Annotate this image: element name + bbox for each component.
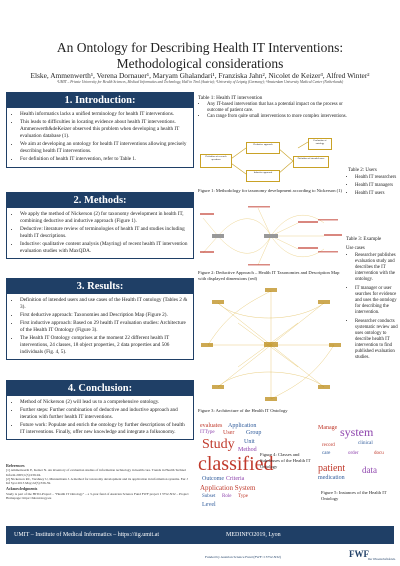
cloud-word: Application System bbox=[200, 484, 256, 492]
figure-2-caption: Figure 2: Deductive Approach – Health IT… bbox=[198, 270, 340, 281]
cloud-word: care bbox=[322, 451, 331, 456]
cloud-word: patient bbox=[318, 463, 346, 474]
conclusion-section: 4. Conclusion: Method of Nickerson (2) w… bbox=[6, 380, 194, 441]
cloud-word: order bbox=[348, 451, 359, 456]
table-2-list: Health IT researchers Health IT managers… bbox=[346, 175, 398, 197]
cloud-word: Role bbox=[222, 494, 232, 499]
list-item: Health IT managers bbox=[355, 183, 398, 189]
cloud-word: Level bbox=[202, 502, 216, 508]
reference-item: [2] Nickerson RC, Varshney U, Muntermann… bbox=[6, 476, 188, 486]
list-item: Health informatics lacks a unified termi… bbox=[20, 111, 189, 118]
list-item: Deductive: literature review of terminol… bbox=[20, 226, 189, 240]
cloud-word: Manage bbox=[318, 425, 338, 431]
funding-note: Funded by Austrian Science Fund (FWF: I … bbox=[205, 555, 281, 559]
cloud-word: Subset bbox=[202, 494, 216, 499]
poster-title: An Ontology for Describing Health IT Int… bbox=[0, 40, 400, 72]
figure-3-caption: Figure 3: Architecture of the Health IT … bbox=[198, 408, 288, 413]
acknowledgments-heading: Acknowledgments bbox=[6, 486, 38, 492]
list-item: First inductive approach: Based on 29 he… bbox=[20, 320, 189, 334]
footer-conference: MEDINFO2019, Lyon bbox=[226, 532, 281, 538]
list-item: We apply the method of Nickerson (2) for… bbox=[20, 211, 189, 225]
list-item: Method of Nickerson (2) will lead us to … bbox=[20, 399, 189, 406]
figure-1-diagram: Definition of research questions Deducti… bbox=[198, 136, 344, 186]
footer-bar: UMIT – Institute of Medical Informatics … bbox=[6, 526, 394, 544]
cloud-word: Application bbox=[228, 423, 257, 429]
table-1-list: Any IT-based intervention that has a pot… bbox=[198, 102, 348, 120]
cloud-word: medication bbox=[318, 475, 345, 481]
footer-institute: UMIT – Institute of Medical Informatics … bbox=[14, 532, 160, 538]
list-item: Can range from quite small interventions… bbox=[207, 114, 348, 120]
cloud-word: classified bbox=[198, 453, 274, 475]
cloud-word: Criteria bbox=[226, 476, 245, 482]
list-item: Any IT-based intervention that has a pot… bbox=[207, 102, 348, 114]
cloud-word: clinical bbox=[358, 441, 373, 446]
table-1-title: Table 1: Health IT intervention bbox=[198, 95, 263, 101]
authors: Elske, Ammenwerth¹, Verena Dornauer¹, Ma… bbox=[30, 71, 370, 80]
cloud-word: User bbox=[223, 430, 235, 436]
list-item: Researcher conducts systematic review an… bbox=[355, 319, 398, 361]
cloud-word: Type bbox=[238, 494, 248, 499]
cloud-word: Group bbox=[246, 430, 262, 436]
list-item: IT manager or user searches for evidence… bbox=[355, 286, 398, 316]
fwf-logo: FWF bbox=[349, 549, 369, 559]
table-3-list: Researcher publishes evaluation study an… bbox=[346, 253, 398, 361]
cloud-word: Outcome bbox=[202, 476, 224, 482]
figure-4-caption: Figure 4: Classes and Subclasses of the … bbox=[260, 452, 311, 469]
cloud-word: system bbox=[340, 425, 374, 439]
list-item: We aim at developing an ontology for hea… bbox=[20, 141, 189, 155]
list-item: For definition of health IT intervention… bbox=[20, 156, 189, 163]
figure-5-caption: Figure 5: Instances of the Health IT Ont… bbox=[321, 490, 387, 501]
references: References [1] Ammenwerth E, Keizer N. A… bbox=[6, 463, 192, 501]
methods-list: We apply the method of Nickerson (2) for… bbox=[13, 211, 189, 255]
list-item: Future work: Populate and enrich the ont… bbox=[20, 422, 189, 436]
table-2-title: Table 2: Users bbox=[348, 168, 377, 173]
box-intended-users: Definition of intended users bbox=[293, 156, 329, 168]
box-deductive: Deductive approach bbox=[246, 142, 280, 154]
figure-2-taxonomy-map bbox=[200, 206, 342, 266]
list-item: First deductive approach: Taxonomies and… bbox=[20, 312, 189, 319]
cloud-word: Study bbox=[202, 437, 235, 452]
table-3-title: Table 3: Example bbox=[346, 237, 382, 242]
conclusion-heading: 4. Conclusion: bbox=[7, 381, 193, 396]
introduction-section: 1. Introduction: Health informatics lack… bbox=[6, 92, 194, 168]
conclusion-list: Method of Nickerson (2) will lead us to … bbox=[13, 399, 189, 436]
cloud-word: docu bbox=[374, 451, 384, 456]
cloud-word: evaluates bbox=[200, 423, 223, 429]
cloud-word: record bbox=[322, 443, 335, 448]
list-item: Researcher publishes evaluation study an… bbox=[355, 253, 398, 283]
figure-4-word-cloud: evaluates Application ITType User Group … bbox=[198, 421, 276, 524]
methods-heading: 2. Methods: bbox=[7, 193, 193, 208]
results-section: 3. Results: Definition of intended users… bbox=[6, 278, 194, 361]
list-item: Further steps: Further combination of de… bbox=[20, 407, 189, 421]
list-item: The Health IT Ontology comprises at the … bbox=[20, 335, 189, 355]
box-inductive: Inductive approach bbox=[246, 170, 280, 182]
box-research-questions: Definition of research questions bbox=[200, 154, 232, 168]
results-list: Definition of intended users and use cas… bbox=[13, 297, 189, 356]
list-item: Inductive: qualitative content analysis … bbox=[20, 241, 189, 255]
fwf-logo-subtitle: Der Wissenschaftsfonds. bbox=[368, 558, 396, 561]
title-line-2: Methodological considerations bbox=[116, 56, 284, 71]
cloud-word: Unit bbox=[244, 439, 255, 445]
acknowledgments-text: Study is part of the HITO-Project – "Hea… bbox=[6, 491, 189, 501]
references-heading: References bbox=[6, 463, 25, 468]
reference-item: [1] Ammenwerth E, Keizer N. An inventory… bbox=[6, 468, 187, 477]
cloud-word: ITType bbox=[200, 430, 215, 435]
affiliations: ¹UMIT – Private University for Health Sc… bbox=[56, 80, 344, 84]
list-item: Health IT researchers bbox=[355, 175, 398, 181]
cloud-word: data bbox=[362, 465, 377, 475]
figure-5-word-cloud: Manage system patient data medication cl… bbox=[318, 425, 398, 515]
methods-section: 2. Methods: We apply the method of Nicke… bbox=[6, 192, 194, 260]
list-item: Definition of intended users and use cas… bbox=[20, 297, 189, 311]
table-3-subtitle: Use cases bbox=[346, 246, 365, 251]
figure-1-caption: Figure 1: Methodology for taxonomy devel… bbox=[198, 188, 343, 193]
results-heading: 3. Results: bbox=[7, 279, 193, 294]
cloud-word: Method bbox=[238, 447, 257, 453]
list-item: Health IT users bbox=[355, 191, 398, 197]
title-line-1: An Ontology for Describing Health IT Int… bbox=[56, 40, 344, 55]
box-evaluation: Evaluation of ontology bbox=[308, 138, 332, 150]
figure-3-architecture bbox=[201, 288, 341, 401]
introduction-list: Health informatics lacks a unified termi… bbox=[13, 111, 189, 163]
list-item: This leads to difficulties in locating e… bbox=[20, 119, 189, 139]
introduction-heading: 1. Introduction: bbox=[7, 93, 193, 108]
